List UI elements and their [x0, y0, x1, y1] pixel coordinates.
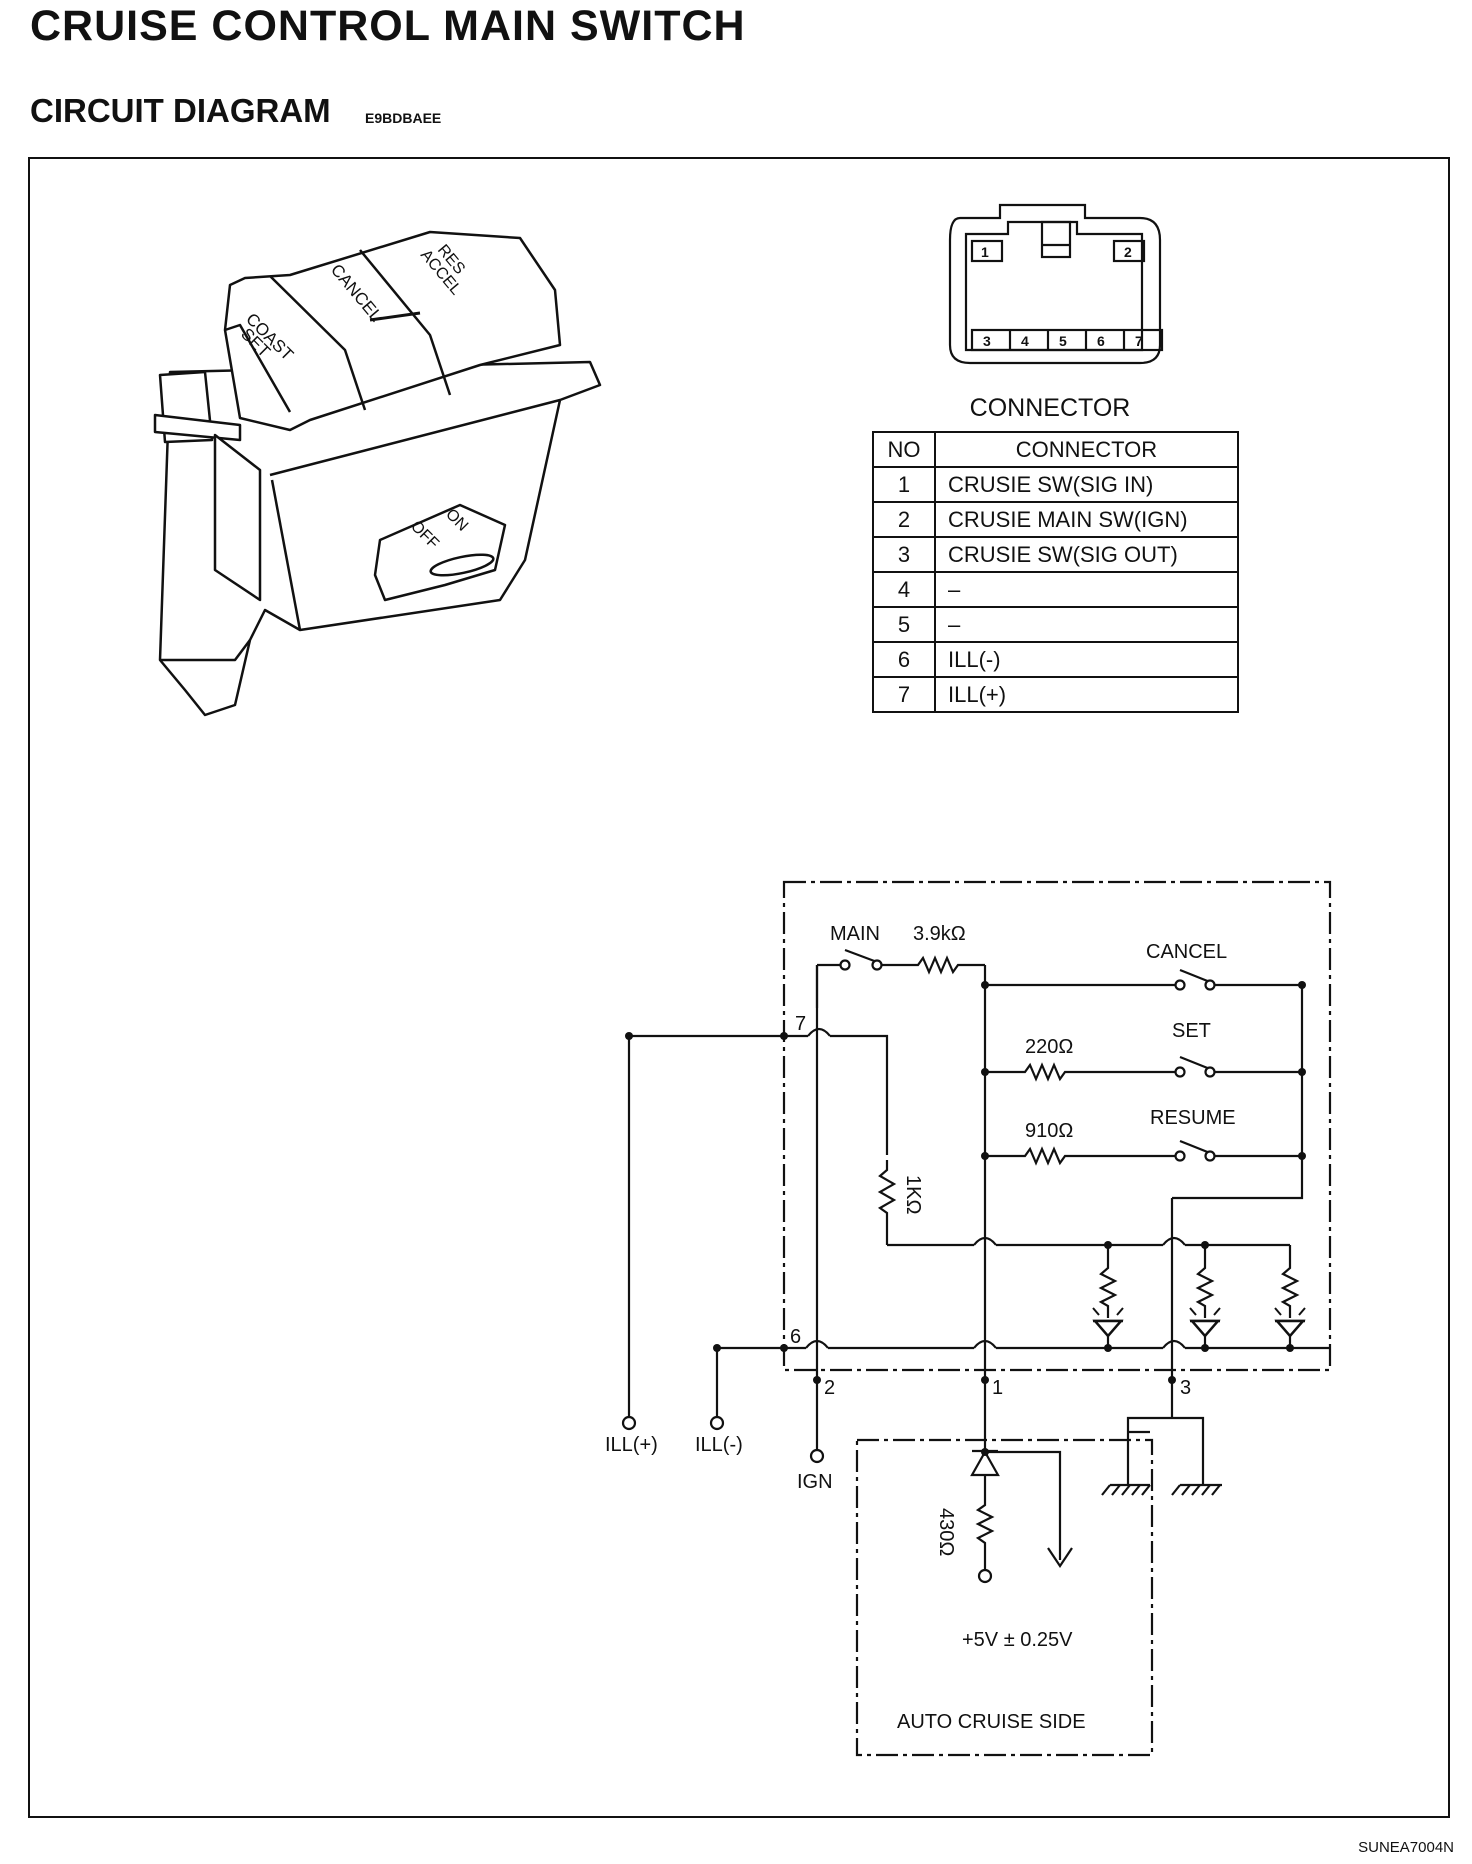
- supply-voltage-label: +5V ± 0.25V: [962, 1629, 1073, 1651]
- pin-label-2: 2: [1124, 244, 1132, 260]
- diagram-frame: [28, 157, 1450, 1818]
- page-title: CRUISE CONTROL MAIN SWITCH: [30, 2, 746, 50]
- ill-plus-label: ILL(+): [605, 1434, 658, 1456]
- button-cluster: [223, 230, 562, 432]
- pin-1-label: 1: [992, 1377, 1003, 1399]
- r-resume-label: 910Ω: [1025, 1120, 1073, 1142]
- section-code: E9BDBAEE: [365, 110, 442, 126]
- set-switch-label: SET: [1172, 1020, 1211, 1042]
- pin-no: 4: [872, 571, 936, 608]
- pin-name: ILL(-): [934, 641, 1239, 678]
- pin-3-label: 3: [1180, 1377, 1191, 1399]
- pin-name: –: [934, 606, 1239, 643]
- table-row: 4–: [872, 571, 1239, 608]
- section-subtitle: CIRCUIT DIAGRAM: [30, 92, 331, 129]
- pin-cell-2: [1112, 239, 1146, 263]
- r-set-label: 220Ω: [1025, 1036, 1073, 1058]
- switch-housing-boundary: [782, 880, 1332, 1372]
- figure-reference: SUNEA7004N: [1358, 1839, 1454, 1856]
- ill-minus-terminal: [709, 1415, 725, 1431]
- auto-cruise-side-label: AUTO CRUISE SIDE: [897, 1711, 1086, 1733]
- pin-6-label: 6: [790, 1326, 801, 1348]
- circuit-diagram: [627, 880, 1332, 1757]
- pin-label-5: 5: [1059, 333, 1067, 349]
- col-connector-header: CONNECTOR: [934, 431, 1239, 468]
- cancel-switch-label: CANCEL: [1146, 941, 1227, 963]
- pin-no: 2: [872, 501, 936, 538]
- main-switch-label: MAIN: [830, 923, 880, 945]
- pin-name: ILL(+): [934, 676, 1239, 713]
- circuit-junctions: [625, 981, 1306, 1456]
- pin-name: –: [934, 571, 1239, 608]
- ill-minus-label: ILL(-): [695, 1434, 743, 1456]
- on-off-rocker: [373, 503, 507, 602]
- connector-face: [948, 203, 1164, 365]
- pin-label-1: 1: [981, 244, 989, 260]
- pin-no: 7: [872, 676, 936, 713]
- connector-title: CONNECTOR: [969, 394, 1131, 422]
- r-auto-label: 430Ω: [935, 1508, 957, 1556]
- supply-terminal: [977, 1568, 993, 1584]
- r-main-label: 3.9kΩ: [913, 923, 966, 945]
- pin-no: 5: [872, 606, 936, 643]
- pin-cell-1: [970, 239, 1004, 263]
- auto-cruise-boundary: [855, 1438, 1154, 1757]
- r-ill-label: 1KΩ: [902, 1175, 924, 1214]
- pin-name: CRUSIE SW(SIG OUT): [934, 536, 1239, 573]
- switch-illustration: COAST SET CANCEL RES ACCEL ON OFF: [153, 230, 602, 717]
- pin-no: 1: [872, 466, 936, 503]
- pin-no: 6: [872, 641, 936, 678]
- pin-label-6: 6: [1097, 333, 1105, 349]
- ign-label: IGN: [797, 1471, 833, 1493]
- pin-label-4: 4: [1021, 333, 1029, 349]
- pin-name: CRUSIE SW(SIG IN): [934, 466, 1239, 503]
- resume-switch-label: RESUME: [1150, 1107, 1236, 1129]
- col-no-header: NO: [872, 431, 936, 468]
- ign-terminal: [809, 1448, 825, 1464]
- ill-plus-terminal: [621, 1415, 637, 1431]
- table-row: 5–: [872, 606, 1239, 643]
- pin-label-3: 3: [983, 333, 991, 349]
- pin-label-7: 7: [1135, 333, 1143, 349]
- pin-row-bottom: [970, 328, 1164, 352]
- pin-name: CRUSIE MAIN SW(IGN): [934, 501, 1239, 538]
- switch-base: [158, 360, 602, 717]
- pin-7-label: 7: [795, 1013, 806, 1035]
- pin-2-label: 2: [824, 1377, 835, 1399]
- pin-no: 3: [872, 536, 936, 573]
